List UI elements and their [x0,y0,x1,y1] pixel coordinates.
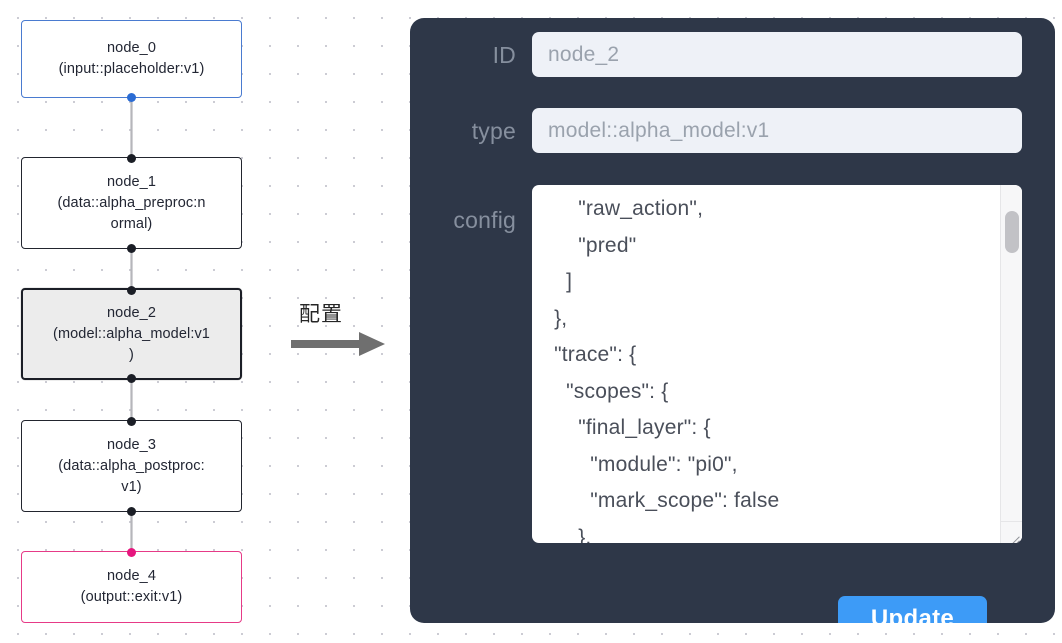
node-type-label: (input::placeholder:v1) [58,61,205,77]
node-type-label: (output::exit:v1) [80,589,183,605]
node-config-panel: ID node_2 type model::alpha_model:v1 con… [410,18,1055,623]
config-textarea[interactable]: "raw_action", "pred" ] }, "trace": { "sc… [554,197,780,543]
id-input[interactable]: node_2 [532,32,1022,77]
graph-node-node_4[interactable]: node_4 (output::exit:v1) [21,547,242,623]
graph-node-node_1[interactable]: node_1 (data::alpha_preproc:n ormal) [21,153,242,253]
node-type-label-line2: v1) [121,478,142,495]
id-field-label: ID [492,42,516,68]
node-handle-top-icon[interactable] [127,285,136,295]
field-row-type: type model::alpha_model:v1 [432,108,1022,153]
node-handle-bottom-icon[interactable] [127,243,136,253]
node-handle-bottom-icon[interactable] [127,373,136,383]
node-id-label: node_3 [107,436,156,453]
arrow-label: 配置 [299,302,343,326]
node-type-label-line1: (model::alpha_model:v1 [53,325,210,342]
node-handle-bottom-icon[interactable] [127,506,136,516]
graph-node-node_2[interactable]: node_2 (model::alpha_model:v1 ) [21,285,242,383]
right-arrow-icon [291,332,385,356]
update-button[interactable]: Update [838,596,987,623]
field-row-config: config "raw_action", "pred" ] }, "trace"… [432,185,1022,543]
node-type-label-line1: (data::alpha_preproc:n [57,194,206,211]
type-input[interactable]: model::alpha_model:v1 [532,108,1022,153]
node-id-label: node_2 [107,304,156,321]
config-field-label: config [453,207,516,233]
edges-layer [130,98,133,551]
config-scrollbar-thumb[interactable] [1005,211,1019,253]
resize-handle-icon[interactable] [1000,521,1022,543]
node-type-label-line1: (data::alpha_postproc: [58,457,205,474]
field-row-id: ID node_2 [432,32,1022,77]
config-textarea-wrap: "raw_action", "pred" ] }, "trace": { "sc… [532,185,1022,543]
node-id-label: node_0 [107,40,156,56]
node-type-label-line2: ) [129,346,134,363]
graph-node-node_0[interactable]: node_0 (input::placeholder:v1) [21,20,242,102]
config-scrollbar[interactable] [1000,185,1022,543]
node-handle-top-icon[interactable] [127,153,136,163]
node-type-label-line2: ormal) [110,215,153,232]
node-id-label: node_4 [107,568,156,584]
node-handle-top-icon[interactable] [127,547,136,557]
node-id-label: node_1 [107,173,156,190]
node-handle-top-icon[interactable] [127,416,136,426]
node-handle-bottom-icon[interactable] [127,92,136,102]
type-field-label: type [471,118,516,144]
graph-node-node_3[interactable]: node_3 (data::alpha_postproc: v1) [21,416,242,516]
transition-annotation: 配置 [291,298,391,358]
